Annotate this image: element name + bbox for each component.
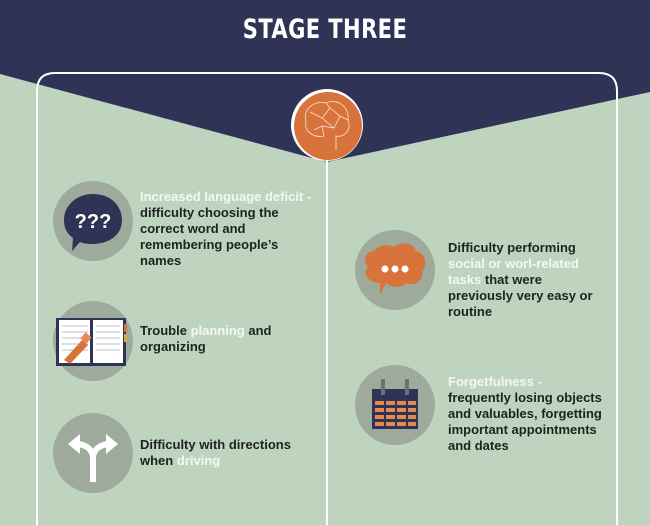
body-text: frequently losing objects and valuables,… <box>448 390 602 453</box>
highlight-text: driving <box>176 453 221 468</box>
svg-text:???: ??? <box>75 211 112 233</box>
page-title: STAGE THREE <box>242 14 408 45</box>
highlight-text: Forgetfulness - <box>448 374 542 389</box>
calendar-icon <box>355 365 435 445</box>
body-text: Difficulty performing <box>448 240 576 255</box>
body-text: and organizing <box>140 323 272 354</box>
item-social-tasks: Difficulty performing social or worl-rel… <box>448 240 608 320</box>
body-text: Trouble <box>140 323 191 338</box>
highlight-text: planning <box>190 323 245 338</box>
item-forgetfulness: Forgetfulness - frequently losing object… <box>448 374 608 454</box>
body-text: Difficulty with directions when <box>140 437 291 468</box>
question-speech-bubble-icon: ??? <box>53 181 133 261</box>
body-text: difficulty choosing the correct word and… <box>140 205 279 268</box>
thought-bubble-ellipsis-icon <box>355 230 435 310</box>
item-directions: Difficulty with directions when driving <box>140 437 300 469</box>
item-planning: Trouble planning and organizing <box>140 323 320 355</box>
split-arrow-directions-icon <box>53 413 133 493</box>
highlight-text: Increased language deficit - <box>140 189 312 204</box>
highlight-text: social or worl-related tasks <box>448 256 579 287</box>
planner-notebook-icon <box>53 301 133 381</box>
content-frame <box>36 72 618 525</box>
brain-icon <box>291 89 363 161</box>
item-language-deficit: Increased language deficit - difficulty … <box>140 189 320 269</box>
body-text: that were previously very easy or routin… <box>448 272 593 319</box>
